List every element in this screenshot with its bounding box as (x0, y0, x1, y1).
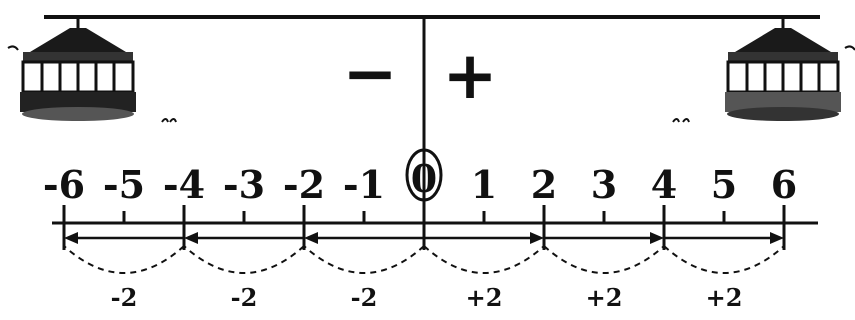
step-label: +2 (706, 283, 743, 312)
tick-label: -4 (163, 162, 205, 207)
step-label: +2 (586, 283, 623, 312)
carousel-icon (672, 17, 855, 123)
step-arc (183, 245, 305, 274)
step-arrowhead (650, 232, 664, 244)
minus-sign: − (342, 35, 397, 112)
plus-sign: + (442, 37, 497, 114)
tick-label: 4 (651, 162, 677, 207)
tick-label: -1 (343, 162, 385, 207)
tick-label-zero: 0 (411, 156, 437, 201)
step-label: -2 (351, 283, 378, 312)
tick-label: 5 (711, 162, 737, 207)
tick-label: -2 (283, 162, 325, 207)
step-arrowhead (64, 232, 78, 244)
tick-label: -5 (103, 162, 145, 207)
step-arc (543, 245, 665, 274)
tick-label: 6 (771, 162, 797, 207)
tick-label: 2 (531, 162, 557, 207)
tick-label: 3 (591, 162, 617, 207)
carousel-icon (7, 17, 177, 123)
step-label: +2 (466, 283, 503, 312)
tick-label: -3 (223, 162, 265, 207)
step-arrows: -2 -2 -2 +2 +2 +2 (63, 232, 785, 312)
step-arc (63, 245, 185, 274)
step-label: -2 (111, 283, 138, 312)
step-arrowhead (530, 232, 544, 244)
zero-highlight-oval (405, 148, 443, 202)
tick-label: 1 (471, 162, 497, 207)
step-label: -2 (231, 283, 258, 312)
step-arc (423, 245, 545, 274)
tick-marks (62, 205, 786, 250)
step-arc (663, 245, 785, 274)
step-arrowhead (184, 232, 198, 244)
step-arc (303, 245, 425, 274)
tick-label: -6 (43, 162, 85, 207)
step-arrowhead (304, 232, 318, 244)
step-arrowhead (770, 232, 784, 244)
